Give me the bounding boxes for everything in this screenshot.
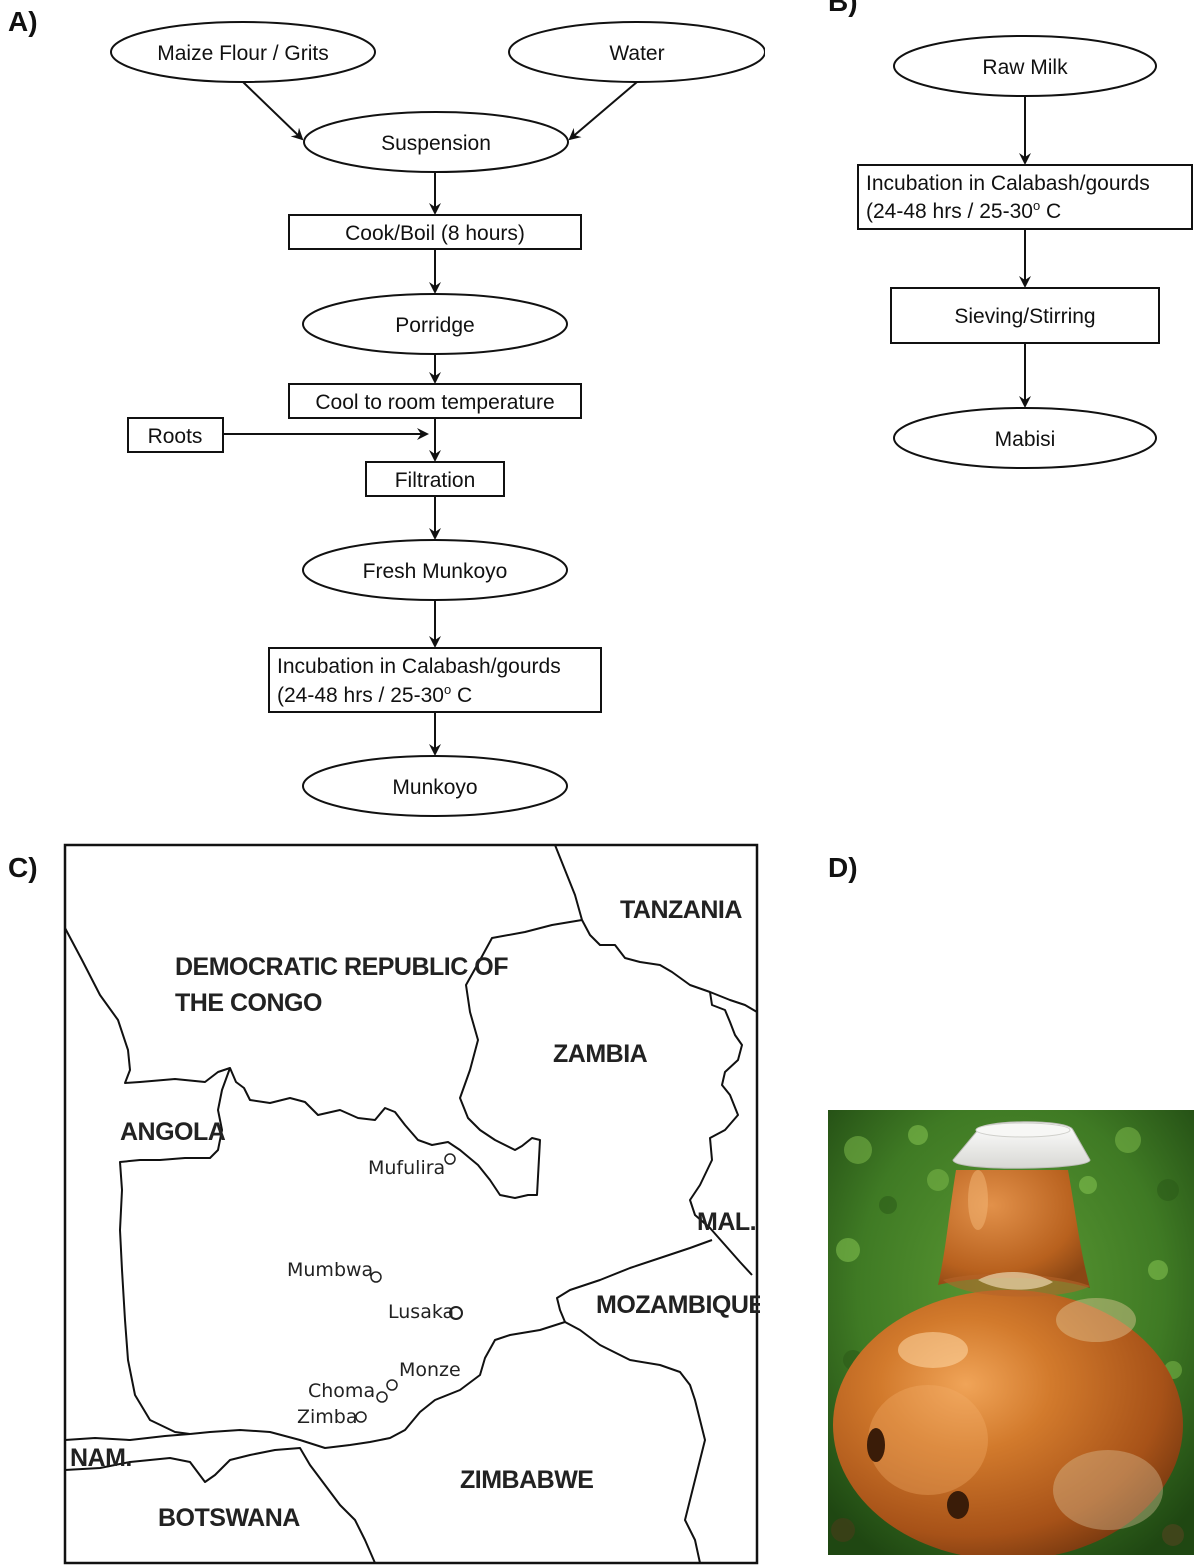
node-mabisi-label: Mabisi xyxy=(995,428,1056,451)
zambia-map: TANZANIA DEMOCRATIC REPUBLIC OF THE CONG… xyxy=(63,843,760,1565)
node-porridge-label: Porridge xyxy=(395,314,474,337)
gourd-photo xyxy=(828,1110,1194,1555)
node-incubation-a xyxy=(268,647,602,713)
border-mozambique-zimbabwe xyxy=(564,1321,706,1564)
arrow-water-suspension xyxy=(568,81,638,141)
node-incubation-a-line1: Incubation in Calabash/gourds xyxy=(277,655,561,678)
label-zambia: ZAMBIA xyxy=(553,1040,648,1068)
panel-label-c: C) xyxy=(8,852,38,883)
marker-mumbwa xyxy=(370,1271,382,1283)
label-zimbabwe: ZIMBABWE xyxy=(460,1466,593,1494)
marker-mufulira xyxy=(444,1153,456,1165)
node-cook xyxy=(288,214,582,250)
border-zambia-mozambique xyxy=(189,1239,713,1449)
arrow-maize-suspension xyxy=(242,81,304,141)
node-cook-label: Cook/Boil (8 hours) xyxy=(345,222,525,245)
label-drc-line2: THE CONGO xyxy=(175,989,322,1017)
marker-lusaka xyxy=(449,1306,463,1320)
munkoyo-flowchart: Maize Flour / Grits Suspension Cook/Boil… xyxy=(110,21,602,817)
node-maize-label: Maize Flour / Grits xyxy=(157,42,329,65)
node-incubation-b-line2: (24-48 hrs / 25-30o C xyxy=(866,198,1061,223)
marker-choma xyxy=(376,1391,388,1403)
node-incubation-b xyxy=(857,164,1193,230)
gourd-hole-bottom xyxy=(947,1491,969,1519)
node-munkoyo-label: Munkoyo xyxy=(392,776,477,799)
mabisi-flowchart: Raw Milk Incubation in Calabash/gourds (… xyxy=(857,35,1193,469)
node-incubation-a-line2: (24-48 hrs / 25-30o C xyxy=(277,682,472,707)
node-cool-label: Cool to room temperature xyxy=(315,391,554,414)
label-mumbwa: Mumbwa xyxy=(287,1259,373,1281)
label-tanzania: TANZANIA xyxy=(620,896,742,924)
node-incubation-b-line1: Incubation in Calabash/gourds xyxy=(866,172,1150,195)
node-raw-milk-label: Raw Milk xyxy=(982,56,1068,79)
node-maize: Maize Flour / Grits xyxy=(110,21,376,83)
gourd-neck xyxy=(938,1170,1090,1288)
node-fresh-munkoyo-label: Fresh Munkoyo xyxy=(363,560,508,583)
label-mozambique: MOZAMBIQUE xyxy=(596,1291,760,1319)
label-monze: Monze xyxy=(399,1359,461,1381)
border-namibia xyxy=(64,1433,191,1441)
label-angola: ANGOLA xyxy=(120,1118,226,1146)
panel-label-a: A) xyxy=(8,6,38,37)
node-cool xyxy=(288,383,582,419)
label-malawi: MAL. xyxy=(697,1208,756,1236)
water-node: Water xyxy=(508,21,765,141)
marker-zimba xyxy=(355,1411,367,1423)
node-roots xyxy=(127,417,224,453)
border-drc-zambia xyxy=(64,919,583,1199)
node-roots-label: Roots xyxy=(148,425,203,448)
label-lusaka: Lusaka xyxy=(388,1301,454,1323)
border-zambia-malawi xyxy=(689,991,753,1276)
border-botswana xyxy=(64,1447,376,1564)
label-zimba: Zimba xyxy=(297,1406,358,1428)
panel-label-b: B) xyxy=(828,0,858,17)
border-angola-zambia xyxy=(119,1067,231,1435)
map-frame xyxy=(63,843,759,1565)
node-water-label: Water xyxy=(609,42,664,65)
node-sieving-label: Sieving/Stirring xyxy=(954,305,1095,328)
node-filtration-label: Filtration xyxy=(395,469,476,492)
label-drc-line1: DEMOCRATIC REPUBLIC OF xyxy=(175,953,508,981)
label-mufulira: Mufulira xyxy=(368,1157,445,1179)
node-sieving xyxy=(890,287,1160,344)
marker-monze xyxy=(386,1379,398,1391)
panel-label-d: D) xyxy=(828,852,858,883)
node-munkoyo xyxy=(302,755,568,817)
gourd-hole-left xyxy=(867,1428,885,1462)
node-suspension-label: Suspension xyxy=(381,132,491,155)
node-mabisi xyxy=(893,407,1157,469)
label-botswana: BOTSWANA xyxy=(158,1504,300,1532)
border-drc-tanzania xyxy=(554,844,758,1013)
label-namibia: NAM. xyxy=(70,1444,132,1472)
label-choma: Choma xyxy=(308,1380,375,1402)
node-suspension: Suspension xyxy=(303,111,569,173)
